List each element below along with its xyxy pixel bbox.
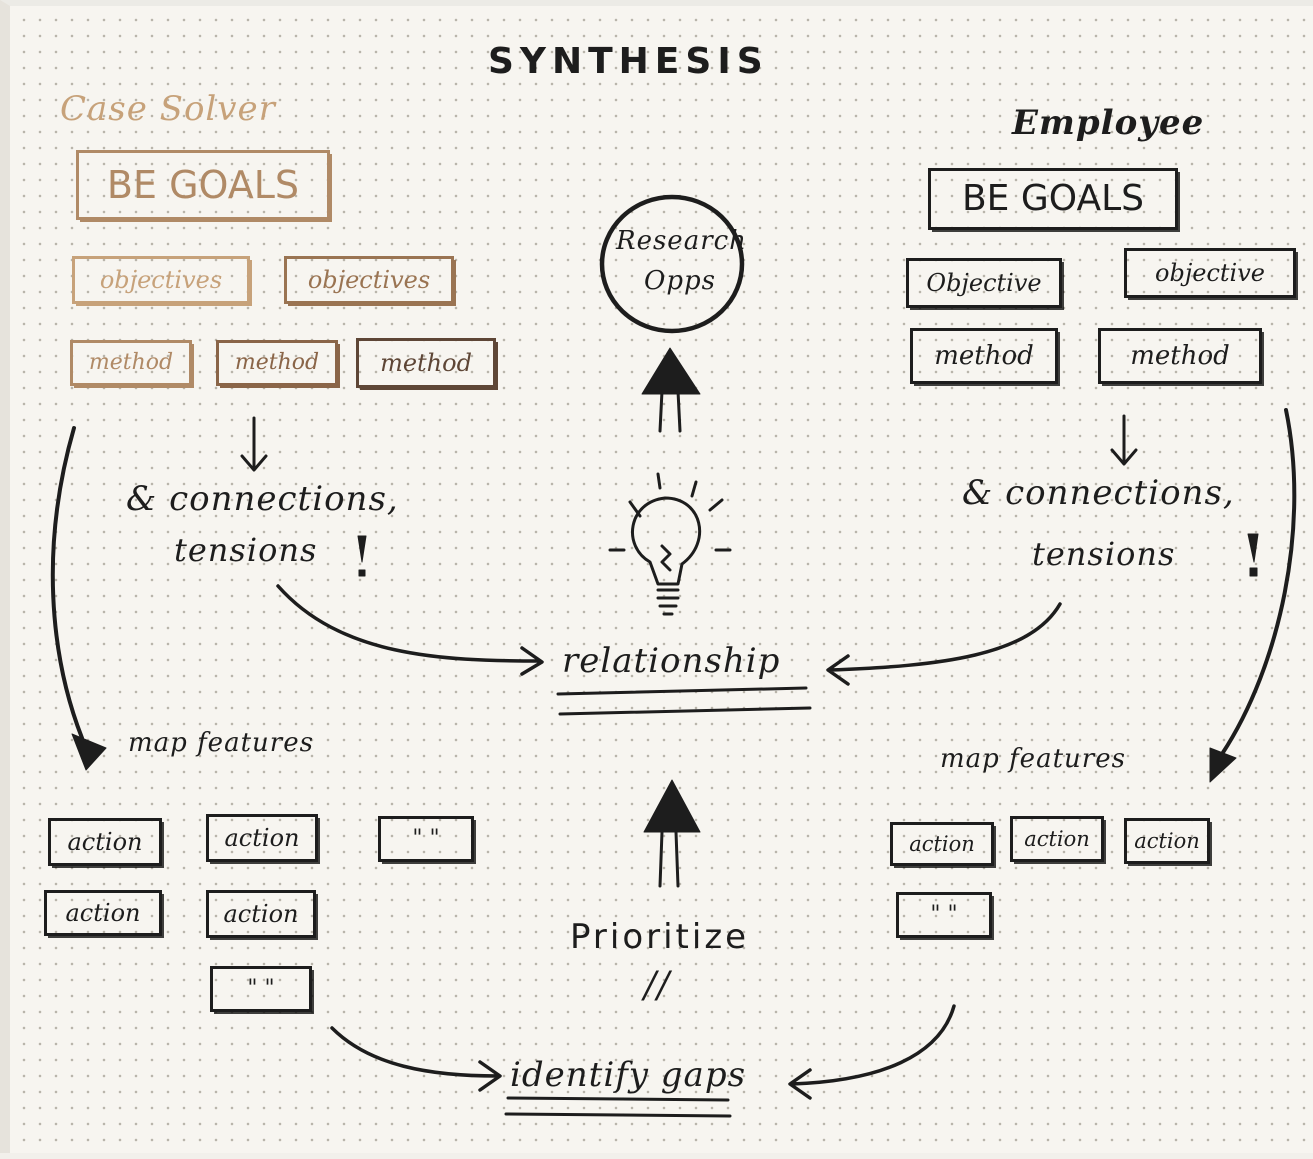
case-solver-heading: Case Solver bbox=[60, 89, 276, 129]
arrow-down-icon bbox=[50, 426, 84, 740]
employee-objective-box: objective bbox=[1124, 248, 1296, 298]
exclamation-icon bbox=[357, 535, 367, 577]
research-opps-line-2: Opps bbox=[644, 266, 716, 296]
equals-mark: // bbox=[644, 965, 671, 1006]
case-solver-action-box: action bbox=[206, 814, 318, 862]
employee-objective-box: Objective bbox=[906, 258, 1062, 308]
research-circle bbox=[599, 194, 745, 334]
case-solver-method-box: method bbox=[70, 340, 192, 386]
relationship-label: relationship bbox=[562, 641, 781, 681]
lightbulb-icon bbox=[608, 472, 732, 616]
arrow-down-icon bbox=[71, 733, 107, 771]
arrow-left-icon bbox=[826, 602, 1062, 686]
triangle-arrow-up-icon bbox=[641, 347, 701, 395]
case-solver-objective-box: objectives bbox=[284, 256, 454, 304]
case-solver-action-box: " " bbox=[378, 816, 474, 862]
research-opps-line-1: Research bbox=[616, 226, 747, 256]
employee-tensions: tensions bbox=[1032, 535, 1176, 573]
employee-action-box: action bbox=[890, 822, 994, 866]
employee-method-box: method bbox=[1098, 328, 1262, 384]
employee-map-features: map features bbox=[940, 744, 1126, 774]
connector-layer bbox=[50, 194, 1297, 1118]
arrow-left-icon bbox=[788, 1004, 956, 1100]
case-solver-action-box: action bbox=[206, 890, 316, 938]
arrow-down-icon bbox=[1220, 408, 1297, 756]
case-solver-method-box: method bbox=[356, 338, 496, 388]
employee-goals-box: BE GOALS bbox=[928, 168, 1178, 230]
case-solver-action-box: action bbox=[48, 818, 162, 866]
case-solver-objective-box: objectives bbox=[72, 256, 250, 304]
employee-action-box: action bbox=[1124, 818, 1210, 864]
arrow-down-icon bbox=[1209, 747, 1237, 783]
case-solver-tensions: tensions bbox=[174, 531, 318, 569]
employee-method-box: method bbox=[910, 328, 1058, 384]
employee-heading: Employee bbox=[1012, 103, 1205, 143]
arrow-right-icon bbox=[330, 1026, 502, 1092]
case-solver-action-box: " " bbox=[210, 966, 312, 1012]
employee-action-box: action bbox=[1010, 816, 1104, 862]
case-solver-goals-box: BE GOALS bbox=[76, 150, 330, 220]
case-solver-connections: & connections, bbox=[126, 479, 399, 519]
arrow-right-icon bbox=[276, 584, 544, 676]
triangle-arrow-up-icon bbox=[643, 779, 701, 833]
case-solver-action-box: action bbox=[44, 890, 162, 936]
case-solver-map-features: map features bbox=[128, 728, 314, 758]
case-solver-method-box: method bbox=[216, 340, 338, 386]
employee-action-box: " " bbox=[896, 892, 992, 938]
page-title: SYNTHESIS bbox=[488, 41, 769, 82]
exclamation-icon bbox=[1247, 533, 1259, 577]
identify-gaps-label: identify gaps bbox=[510, 1055, 747, 1095]
prioritize-label: Prioritize bbox=[570, 917, 750, 957]
employee-connections: & connections, bbox=[962, 473, 1235, 513]
